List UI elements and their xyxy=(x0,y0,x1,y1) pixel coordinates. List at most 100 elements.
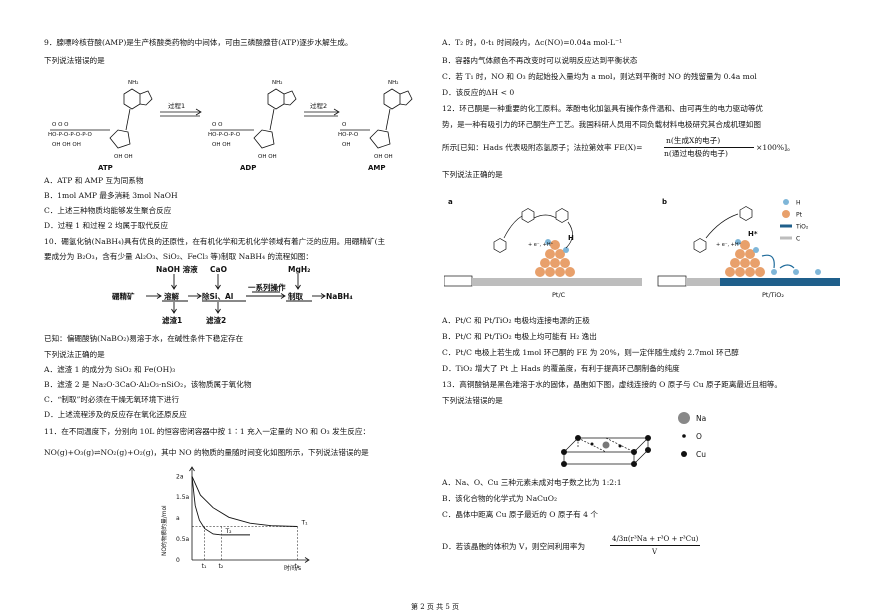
q10-flow-step3: 一系列操作 xyxy=(248,282,286,292)
svg-text:O: O xyxy=(696,432,702,441)
q12-legend: H Pt TiO₂ C xyxy=(780,199,809,243)
svg-text:O O O: O O O xyxy=(52,122,69,128)
q12-label-a: a xyxy=(448,198,453,206)
q11-equation: NO(g)+O₃(g)⇌NO₂(g)+O₂(g)，其中 NO 的物质的量随时间变… xyxy=(44,448,369,457)
right-column: A．T₂ 时，0-t₁ 时间段内，Δc(NO)=0.04a mol·L⁻¹ B．… xyxy=(432,0,862,600)
y-tick-label: a xyxy=(176,515,180,522)
series-label-1: T₁ xyxy=(300,520,308,527)
q13-option-a: A．Na、O、Cu 三种元素未成对电子数之比为 1:2:1 xyxy=(442,478,622,487)
q13-option-b: B．该化合物的化学式为 NaCuO₂ xyxy=(442,494,558,503)
q13-formula-num: 4/3π(r³Na + r³O + r³Cu) xyxy=(612,535,699,543)
q9-adp-label: ADP xyxy=(240,164,256,172)
x-tick-label: t₁ xyxy=(202,563,207,570)
q9-atp-label: ATP xyxy=(98,164,113,172)
q11-option-b: B．容器内气体颜色不再改变时可以说明反应达到平衡状态 xyxy=(442,56,638,65)
q9-process2-label: 过程2 xyxy=(310,101,327,110)
svg-text:OH OH: OH OH xyxy=(114,154,133,160)
svg-text:H: H xyxy=(796,200,801,207)
q10-prompt: 下列说法正确的是 xyxy=(44,350,105,359)
q13-prompt: 下列说法错误的是 xyxy=(442,396,503,405)
svg-text:Na: Na xyxy=(696,414,706,423)
y-tick-label: 1.5a xyxy=(176,494,190,501)
x-tick-label: t₂ xyxy=(219,563,224,570)
svg-text:OH OH OH: OH OH OH xyxy=(52,142,81,148)
q9-scheme: O O O HO-P-O-P-O-P-O OH OH OH O O HO-P-O… xyxy=(48,80,413,172)
q10-note: 已知：偏硼酸钠(NaBO₂)易溶于水，在碱性条件下稳定存在 xyxy=(44,334,244,343)
svg-text:OH OH: OH OH xyxy=(374,154,393,160)
q10-option-c: C．“制取”时必须在干燥无氧环境下进行 xyxy=(44,395,180,404)
svg-text:OH OH: OH OH xyxy=(258,154,277,160)
q9-stem: 9．腺嘌呤核苷酸(AMP)是生产核酸类药物的中间体，可由三磷酸腺苷(ATP)逐步… xyxy=(44,38,353,47)
q13-formula-bar xyxy=(610,545,700,546)
q10-flow-product: NaBH₄ xyxy=(326,292,353,301)
svg-text:O O: O O xyxy=(212,122,223,128)
series-label-2: T₂ xyxy=(225,528,233,535)
series-line-1 xyxy=(191,476,298,527)
q10-option-d: D．上述流程涉及的反应存在氧化还原反应 xyxy=(44,410,187,419)
q12-option-b: B．Pt/C 和 Pt/TiO₂ 电极上均可能有 H₂ 逸出 xyxy=(442,332,597,341)
q11-option-a: A．T₂ 时，0-t₁ 时间段内，Δc(NO)=0.04a mol·L⁻¹ xyxy=(442,38,623,47)
svg-text:HO-P-O-P-O-P-O: HO-P-O-P-O-P-O xyxy=(48,132,93,138)
q12-pt-cluster-a xyxy=(535,239,575,277)
q12-caption-a: Pt/C xyxy=(552,291,566,299)
q12-figure: a H + e⁻, +H⁺ Pt/C xyxy=(444,198,840,299)
q10-flowchart: 硼精矿 NaOH 溶液 CaO MgH₂ 溶解 除Si、Al 一系列操作 制取 … xyxy=(112,264,353,325)
x-axis-arrow xyxy=(304,557,310,563)
svg-text:HO-P-O-P-O: HO-P-O-P-O xyxy=(208,132,241,138)
series-line-2 xyxy=(191,476,222,536)
y-tick-label: 0 xyxy=(176,557,180,564)
q11-option-d: D．该反应的ΔH < 0 xyxy=(442,88,515,97)
q13-unit-cell: Na O Cu xyxy=(561,412,706,467)
q12-electron-label-a: + e⁻, +H⁺ xyxy=(528,242,554,248)
q10-flow-reagent2: CaO xyxy=(210,265,227,274)
q10-flow-reagent3: MgH₂ xyxy=(288,265,310,274)
q12-electron-label-b: + e⁻, +H⁺ xyxy=(716,242,742,248)
q12-caption-b: Pt/TiO₂ xyxy=(762,291,784,299)
q12-stem-3a: 所示[已知：Hads 代表吸附态氢原子；法拉第效率 FE(X)= xyxy=(442,143,643,152)
q12-prompt: 下列说法正确的是 xyxy=(442,170,503,179)
q13-option-d: D．若该晶胞的体积为 V，则空间利用率为 xyxy=(442,542,586,551)
q12-pt-cluster-b xyxy=(725,239,821,277)
q9-process1-label: 过程1 xyxy=(168,101,185,110)
y-axis-arrow xyxy=(189,466,195,472)
q10-stem-1: 10．硼氢化钠(NaBH₄)具有优良的还原性，在有机化学和无机化学领域有着广泛的… xyxy=(44,237,386,246)
y-axis-label: NO的物质的量/mol xyxy=(160,505,168,556)
svg-text:HO-P-O: HO-P-O xyxy=(338,132,359,138)
q12-option-d: D．TiO₂ 增大了 Pt 上 Hads 的覆盖度，有利于提高环己酮制备的纯度 xyxy=(442,364,680,373)
q12-frac-bar xyxy=(664,147,754,148)
q12-carbon-electrode-a xyxy=(472,278,642,286)
svg-text:TiO₂: TiO₂ xyxy=(795,224,809,231)
q12-stem-2: 势，是一种有吸引力的环己酮生产工艺。我国科研人员用不同负载材料电极研究其合成机理… xyxy=(442,120,761,129)
svg-text:C: C xyxy=(796,236,800,243)
q9-prompt: 下列说法错误的是 xyxy=(44,56,105,65)
svg-text:OH: OH xyxy=(342,142,350,148)
q10-flow-residue2: 滤渣2 xyxy=(206,315,226,325)
q12-option-c: C．Pt/C 电极上若生成 1mol 环己酮的 FE 为 20%，则一定伴随生成… xyxy=(442,348,739,357)
svg-text:NH₂: NH₂ xyxy=(128,80,138,86)
q12-option-a: A．Pt/C 和 Pt/TiO₂ 电极均连接电源的正极 xyxy=(442,316,590,325)
q10-stem-2: 要成分为 B₂O₃，含有少量 Al₂O₃、SiO₂、FeCl₃ 等)制取 NaB… xyxy=(44,252,313,261)
q13-stem: 13．高铜酸钠是黑色难溶于水的固体，晶胞如下图，虚线连接的 O 原子与 Cu 原… xyxy=(442,380,782,389)
q12-stem-1: 12．环己酮是一种重要的化工原料。苯酚电化加氢具有操作条件温和、由可再生的电力驱… xyxy=(442,104,764,113)
q9-amp-label: AMP xyxy=(368,164,386,172)
q11-option-c: C．若 T₁ 时，NO 和 O₃ 的起始投入量均为 a mol，则达到平衡时 N… xyxy=(442,72,757,81)
q9-option-b: B．1mol AMP 最多消耗 3mol NaOH xyxy=(44,191,178,200)
q10-flow-residue1: 滤渣1 xyxy=(162,315,182,325)
y-tick-label: 2a xyxy=(176,473,184,480)
svg-text:O: O xyxy=(342,122,347,128)
q10-flow-start: 硼精矿 xyxy=(112,291,135,301)
q13-option-c: C．晶体中距离 Cu 原子最近的 O 原子有 4 个 xyxy=(442,510,598,519)
q10-flow-reagent1: NaOH 溶液 xyxy=(156,264,198,274)
q10-flow-step2: 除Si、Al xyxy=(202,291,233,301)
q9-option-a: A．ATP 和 AMP 互为同系物 xyxy=(44,176,144,185)
q12-stem-3b: ×100%]。 xyxy=(756,143,795,152)
svg-text:Pt: Pt xyxy=(796,212,803,219)
q12-h-label-a: H xyxy=(568,234,574,242)
svg-text:NH₂: NH₂ xyxy=(272,80,282,86)
q11-stem: 11．在不同温度下，分别向 10L 的恒容密闭容器中按 1∶1 充入一定量的 N… xyxy=(44,427,371,436)
x-axis-label: 时间/s xyxy=(284,564,301,572)
q12-battery-b xyxy=(657,275,687,287)
page-footer: 第 2 页 共 5 页 xyxy=(410,603,460,611)
x-tick-label: t₃ xyxy=(294,563,299,570)
